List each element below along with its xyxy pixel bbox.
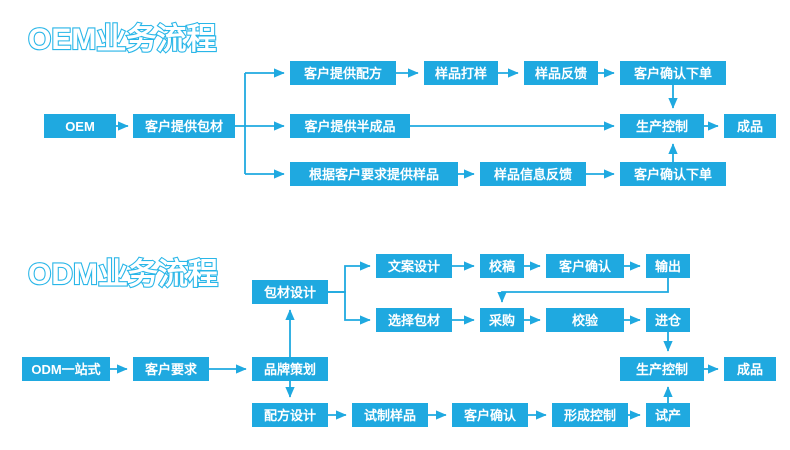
process-box-label: 试产	[654, 407, 681, 423]
process-box-label: 文案设计	[387, 258, 440, 274]
section-title-oem: OEM业务流程	[27, 22, 218, 57]
process-box-label: 成品	[736, 361, 763, 377]
process-box-label: ODM一站式	[31, 361, 101, 377]
process-box-odm-jiaoyan[interactable]: 校验	[546, 308, 624, 332]
process-box-label: 输出	[654, 258, 681, 274]
process-box-label: 客户提供半成品	[304, 118, 396, 134]
process-box-odm-yaoqiu[interactable]: 客户要求	[133, 357, 209, 381]
process-box-odm-shichan[interactable]: 试产	[646, 403, 690, 427]
section-title-odm: ODM业务流程	[27, 257, 219, 292]
process-box-label: 样品打样	[434, 65, 487, 81]
process-box-odm-peifang[interactable]: 配方设计	[252, 403, 328, 427]
process-box-odm-caigou[interactable]: 采购	[480, 308, 524, 332]
process-box-label: 生产控制	[635, 361, 688, 377]
process-box-oem-xiadan-2[interactable]: 客户确认下单	[620, 162, 726, 186]
process-box-odm-shizhi[interactable]: 试制样品	[352, 403, 428, 427]
process-box-odm-start[interactable]: ODM一站式	[22, 357, 110, 381]
process-box-oem-baocai[interactable]: 客户提供包材	[133, 114, 235, 138]
process-box-label: 包材设计	[263, 284, 316, 300]
process-box-label: 试制样品	[363, 407, 416, 423]
process-box-oem-chengpin[interactable]: 成品	[724, 114, 776, 138]
process-box-oem-start[interactable]: OEM	[44, 114, 116, 138]
process-box-label: 选择包材	[387, 312, 440, 328]
process-box-odm-chengpin[interactable]: 成品	[724, 357, 776, 381]
process-box-label: 根据客户要求提供样品	[308, 166, 439, 182]
process-box-label: 样品反馈	[534, 65, 587, 81]
process-box-odm-queren-1[interactable]: 客户确认	[546, 254, 624, 278]
process-box-oem-xiadan-1[interactable]: 客户确认下单	[620, 61, 726, 85]
process-box-oem-dayang[interactable]: 样品打样	[424, 61, 498, 85]
process-box-odm-control[interactable]: 生产控制	[620, 357, 704, 381]
process-box-label: 客户提供配方	[303, 65, 382, 81]
process-box-odm-wenan[interactable]: 文案设计	[376, 254, 452, 278]
process-box-odm-jincang[interactable]: 进仓	[646, 308, 690, 332]
process-box-oem-fankui[interactable]: 样品反馈	[524, 61, 598, 85]
process-box-oem-peifang[interactable]: 客户提供配方	[290, 61, 396, 85]
process-box-label: OEM	[65, 118, 95, 134]
process-box-oem-xinxi[interactable]: 样品信息反馈	[480, 162, 586, 186]
process-box-label: 成品	[736, 118, 763, 134]
process-box-label: 客户确认	[558, 258, 611, 274]
process-box-oem-yangpin[interactable]: 根据客户要求提供样品	[290, 162, 458, 186]
connector-c-odm-5	[328, 261, 371, 293]
process-box-odm-xuanze[interactable]: 选择包材	[376, 308, 452, 332]
process-box-label: 校稿	[488, 258, 515, 274]
process-box-label: 生产控制	[635, 118, 688, 134]
process-box-label: 客户确认下单	[633, 65, 712, 81]
process-box-label: 样品信息反馈	[493, 166, 572, 182]
process-box-odm-shuchu[interactable]: 输出	[646, 254, 690, 278]
process-box-label: 客户提供包材	[144, 118, 223, 134]
process-box-odm-cehua[interactable]: 品牌策划	[252, 357, 328, 381]
process-box-label: 形成控制	[563, 407, 616, 423]
process-box-label: 配方设计	[263, 407, 316, 423]
process-box-label: 采购	[488, 312, 515, 328]
process-box-odm-xingcheng[interactable]: 形成控制	[552, 403, 628, 427]
process-box-odm-jiaogao[interactable]: 校稿	[480, 254, 524, 278]
process-box-label: 客户确认	[463, 407, 516, 423]
process-box-label: 校验	[571, 312, 598, 328]
process-box-label: 进仓	[654, 312, 681, 328]
process-box-label: 品牌策划	[263, 361, 316, 377]
process-box-odm-queren-2[interactable]: 客户确认	[452, 403, 528, 427]
connector-c-odm-6	[328, 291, 371, 325]
process-box-label: 客户要求	[144, 361, 197, 377]
process-box-oem-banchengpin[interactable]: 客户提供半成品	[290, 114, 410, 138]
process-box-label: 客户确认下单	[633, 166, 712, 182]
connector-c-odm-10	[497, 278, 669, 303]
process-box-oem-control[interactable]: 生产控制	[620, 114, 704, 138]
process-box-odm-baocaisheji[interactable]: 包材设计	[252, 280, 328, 304]
